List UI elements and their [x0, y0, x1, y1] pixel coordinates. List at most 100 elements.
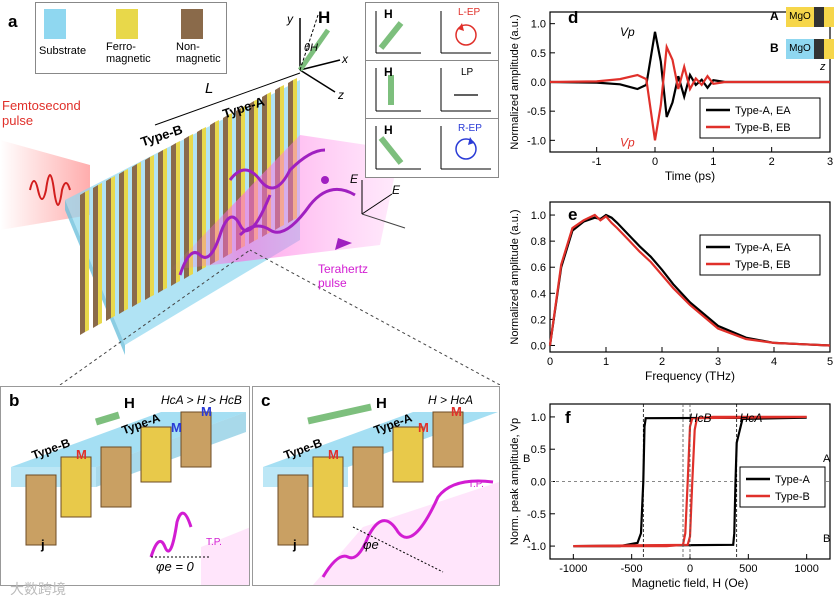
y-tick-label: 0.2 [531, 314, 546, 326]
ferro-label: Ferro- magnetic [106, 41, 151, 65]
x-axis-label: Time (ps) [665, 169, 715, 183]
nonmag-swatch [181, 9, 203, 39]
x-tick-label: 2 [769, 156, 775, 168]
panel-b-tp: T.P. [206, 537, 222, 548]
y-tick-label: 0.0 [531, 477, 546, 489]
stripe-ferromagnetic [202, 127, 206, 269]
stripe-ferromagnetic [85, 190, 89, 332]
panel-b-jc: j [41, 537, 45, 552]
stripe-ferromagnetic [150, 155, 154, 297]
y-tick-label: 0.6 [531, 262, 546, 274]
legend-label: Type-A, EA [735, 105, 791, 117]
inset3-H: H [384, 123, 393, 137]
stripe-ferromagnetic [189, 134, 193, 276]
stripe-nonmagnetic [80, 192, 85, 335]
panel-b-condition: HcA > H > HcB [161, 393, 242, 407]
x-tick-label: 0 [547, 356, 553, 368]
inset1-pol: L-EP [458, 7, 481, 18]
panel-label-f: f [565, 408, 571, 427]
x-tick-label: 1 [710, 156, 716, 168]
inset-z-label: z [820, 61, 826, 73]
stripe-ferromagnetic [137, 162, 141, 304]
hcb-label: HcB [689, 411, 712, 425]
watermark: 大数跨境 [10, 582, 66, 598]
legend-label: Type-B [775, 491, 810, 503]
inset2-pol: LP [461, 67, 474, 78]
stripe-ferromagnetic [163, 148, 167, 290]
nonmag-label: Non- magnetic [176, 41, 221, 65]
corner-label-br: B [823, 533, 830, 545]
femto-pulse-wave [29, 174, 71, 206]
y-axis-label: Norm. peak amplitude, Vp [509, 418, 521, 545]
panel-b-M3: M [201, 404, 212, 419]
stripe-nonmagnetic [93, 185, 98, 328]
x-tick-label: 500 [739, 563, 757, 575]
panel-b-M1: M [76, 447, 87, 462]
x-tick-label: 3 [827, 156, 833, 168]
series-line-1 [573, 415, 807, 548]
femtosecond-label: Femtosecond pulse [2, 98, 81, 128]
inset-A-mgo: MgO [786, 7, 814, 27]
stripe-ferromagnetic [111, 176, 115, 318]
panel-b-H: H [124, 395, 135, 412]
y-tick-label: 0.5 [531, 444, 546, 456]
substrate-label: Substrate [39, 45, 87, 57]
panel-b-phi: φe = 0 [156, 559, 194, 574]
stripes [80, 78, 297, 335]
panel-b: b H HcA > H > HcB Type-A Type-B M M M j … [0, 386, 251, 586]
legend-label: Type-B, EB [735, 259, 791, 271]
panel-c-illustration [263, 403, 499, 585]
y-tick-label: 1.0 [531, 210, 546, 222]
y-tick-label: 0.0 [531, 77, 546, 89]
Ex-label: E [392, 183, 401, 197]
x-tick-label: 0 [687, 563, 693, 575]
panel-c: c H H > HcA Type-A Type-B M M M j T.P. φ… [252, 386, 500, 586]
y-tick-label: -1.0 [527, 135, 546, 147]
ferro-swatch [116, 9, 138, 39]
vp-label-B: Vp [620, 135, 635, 149]
stripe-nonmagnetic [184, 136, 189, 279]
legend-label: Type-A, EA [735, 242, 791, 254]
hca-label: HcA [740, 411, 763, 425]
legend-label: Type-A [775, 474, 811, 486]
y-tick-label: -1.0 [527, 541, 546, 553]
x-tick-label: -1000 [559, 563, 587, 575]
Ey-label: E [350, 172, 359, 186]
series-line-1 [548, 213, 831, 347]
panel-c-tp: T.P. [468, 479, 484, 490]
stripe-nonmagnetic [158, 150, 163, 293]
panel-a-illustration [0, 14, 501, 386]
panel-label-b: b [9, 391, 20, 410]
terahertz-label: Terahertz pulse [318, 262, 369, 290]
panel-label-c: c [261, 391, 271, 410]
y-tick-label: 0.5 [531, 48, 546, 60]
y-tick-label: 1.0 [531, 19, 546, 31]
panel-label-a: a [8, 12, 18, 31]
panel-c-condition: H > HcA [428, 393, 474, 407]
plot-frame [549, 201, 831, 353]
material-legend: Substrate Ferro- magnetic Non- magnetic [35, 2, 227, 74]
legend-box [699, 234, 821, 276]
substrate-swatch [44, 9, 66, 39]
x-tick-label: 3 [715, 356, 721, 368]
x-axis-label: Frequency (THz) [645, 369, 735, 383]
vp-label-A: Vp [620, 25, 635, 39]
stripe-nonmagnetic [171, 143, 176, 286]
panel-c-M1: M [328, 447, 339, 462]
stripe-ferromagnetic [124, 169, 128, 311]
x-tick-label: -500 [621, 563, 643, 575]
panel-b-M2: M [171, 420, 182, 435]
y-axis-label: Normalized amplitude (a.u.) [509, 14, 521, 149]
x-tick-label: 2 [659, 356, 665, 368]
y-tick-label: 0.0 [531, 340, 546, 352]
stripe-nonmagnetic [106, 178, 111, 321]
panel-c-M2: M [418, 420, 429, 435]
axis-y-label: y [287, 12, 293, 26]
axis-x-label: x [342, 52, 348, 66]
inset-B-label: B [770, 41, 779, 55]
stripe-ferromagnetic [176, 141, 180, 283]
stripe-nonmagnetic [145, 157, 150, 300]
panel-c-phi: φe [363, 537, 379, 552]
stripe-nonmagnetic [132, 164, 137, 307]
